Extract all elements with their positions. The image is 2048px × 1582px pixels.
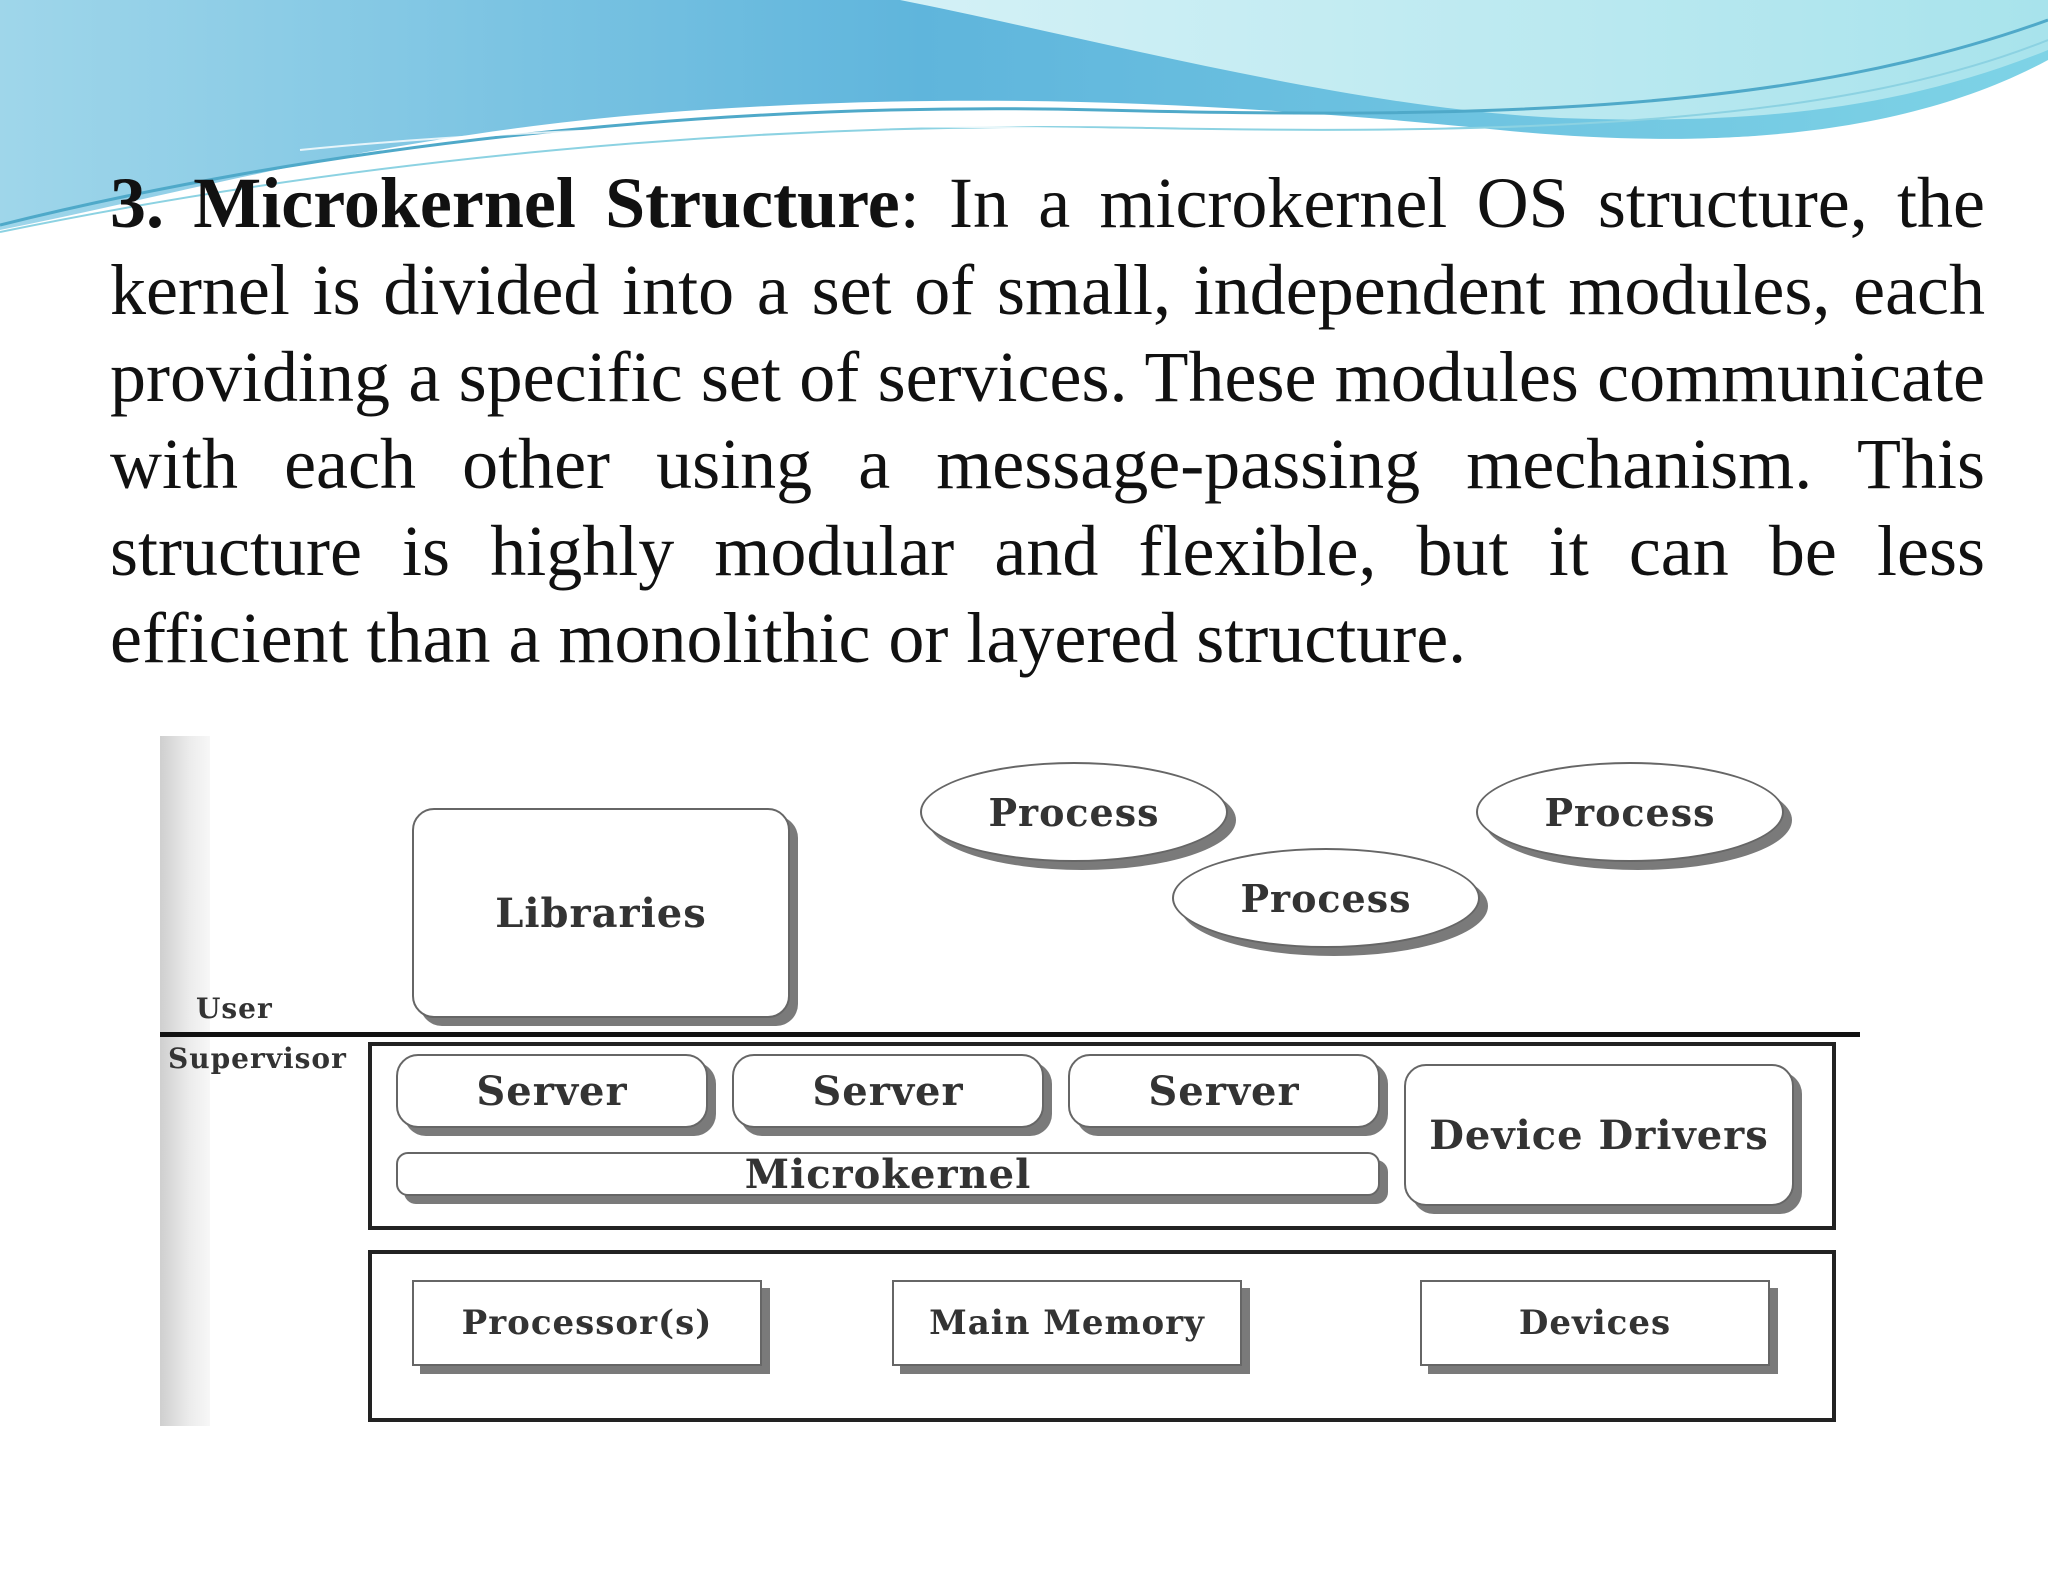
server-box: Server <box>396 1054 708 1128</box>
process-ellipse: Process <box>1172 848 1480 948</box>
body-paragraph: 3. Microkernel Structure: In a microkern… <box>110 160 1985 682</box>
supervisor-mode-label: Supervisor <box>168 1042 347 1075</box>
server-box: Server <box>1068 1054 1380 1128</box>
device-drivers-box: Device Drivers <box>1404 1064 1794 1206</box>
server-box: Server <box>732 1054 1044 1128</box>
body-text: : In a microkernel OS structure, the ker… <box>110 163 1985 678</box>
processor-box: Processor(s) <box>412 1280 762 1366</box>
heading-number: 3. <box>110 163 164 243</box>
devices-box: Devices <box>1420 1280 1770 1366</box>
libraries-box: Libraries <box>412 808 790 1018</box>
process-ellipse: Process <box>1476 762 1784 862</box>
microkernel-diagram: Process Process Process Libraries User S… <box>160 736 1860 1426</box>
hardware-frame <box>368 1250 1836 1422</box>
microkernel-bar: Microkernel <box>396 1151 1380 1198</box>
diagram-sidebar <box>160 736 210 1426</box>
heading-term: Microkernel Structure <box>193 163 900 243</box>
mode-boundary-line <box>160 1032 1860 1037</box>
kernel-space-frame <box>368 1042 1836 1230</box>
user-mode-label: User <box>196 992 273 1025</box>
main-memory-box: Main Memory <box>892 1280 1242 1366</box>
process-ellipse: Process <box>920 762 1228 862</box>
wave-banner <box>0 0 2048 233</box>
